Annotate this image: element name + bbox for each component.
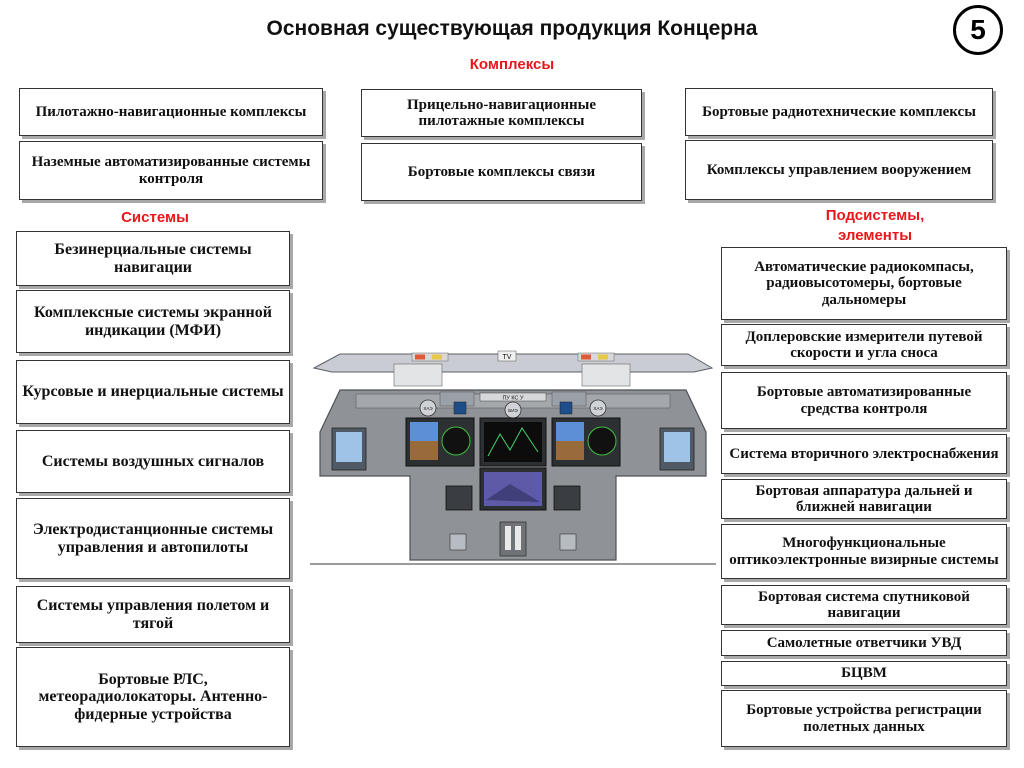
- throttle-quadrant: [499, 521, 527, 557]
- page-number-badge: 5: [953, 5, 1003, 55]
- complex-box-5: Бортовые комплексы связи: [361, 143, 642, 201]
- complex-box-2: Прицельно-навигационные пилотажные компл…: [361, 89, 642, 137]
- section-heading-systems: Системы: [121, 209, 189, 226]
- svg-text:ХАЭ: ХАЭ: [423, 406, 433, 411]
- hud-label: TV: [503, 354, 512, 361]
- subsystem-box-9: БЦВМ: [721, 661, 1007, 686]
- system-box-2: Комплексные системы экранной индикации (…: [16, 290, 290, 353]
- complex-box-4: Наземные автоматизированные системы конт…: [19, 141, 323, 200]
- section-heading-complexes: Комплексы: [469, 56, 555, 73]
- svg-text:БИЭ: БИЭ: [508, 408, 518, 413]
- gauge-left-icon: [419, 399, 437, 417]
- system-box-5: Электродистанционные системы управления …: [16, 498, 290, 579]
- complex-box-1: Пилотажно-навигационные комплексы: [19, 88, 323, 136]
- subsystem-box-5: Бортовая аппаратура дальней и ближней на…: [721, 479, 1007, 519]
- subsystem-box-2: Доплеровские измерители путевой скорости…: [721, 324, 1007, 366]
- left-control-unit: [449, 533, 467, 551]
- subsystem-box-8: Самолетные ответчики УВД: [721, 630, 1007, 656]
- svg-text:ХАЭ: ХАЭ: [593, 406, 603, 411]
- subsystem-box-6: Многофункциональные оптикоэлектронные ви…: [721, 524, 1007, 579]
- subsystem-box-1: Автоматические радиокомпасы, радиовысото…: [721, 247, 1007, 320]
- subsystem-box-7: Бортовая система спутниковой навигации: [721, 585, 1007, 625]
- page-title: Основная существующая продукция Концерна: [266, 17, 758, 40]
- system-box-1: Безинерциальные системы навигации: [16, 231, 290, 286]
- section-heading-subsystems: Подсистемы, элементы: [825, 207, 925, 244]
- system-box-6: Системы управления полетом и тягой: [16, 586, 290, 643]
- cockpit-illustration: TV ПУ КС У ХАЭ БИЭ ХАЭ: [310, 350, 716, 565]
- gauge-right-icon: [589, 399, 607, 417]
- subsystem-box-3: Бортовые автоматизированные средства кон…: [721, 372, 1007, 429]
- complex-box-3: Бортовые радиотехнические комплексы: [685, 88, 993, 136]
- subsystem-box-10: Бортовые устройства регистрации полетных…: [721, 690, 1007, 747]
- right-control-unit: [559, 533, 577, 551]
- subsystem-box-4: Система вторичного электроснабжения: [721, 434, 1007, 474]
- complex-box-6: Комплексы управлением вооружением: [685, 140, 993, 200]
- system-box-4: Системы воздушных сигналов: [16, 430, 290, 493]
- cdu-right: [553, 485, 581, 511]
- system-box-3: Курсовые и инерциальные системы: [16, 360, 290, 424]
- cdu-left: [445, 485, 473, 511]
- system-box-7: Бортовые РЛС, метеорадиолокаторы. Антенн…: [16, 647, 290, 747]
- center-panel-label: ПУ КС У: [502, 396, 524, 402]
